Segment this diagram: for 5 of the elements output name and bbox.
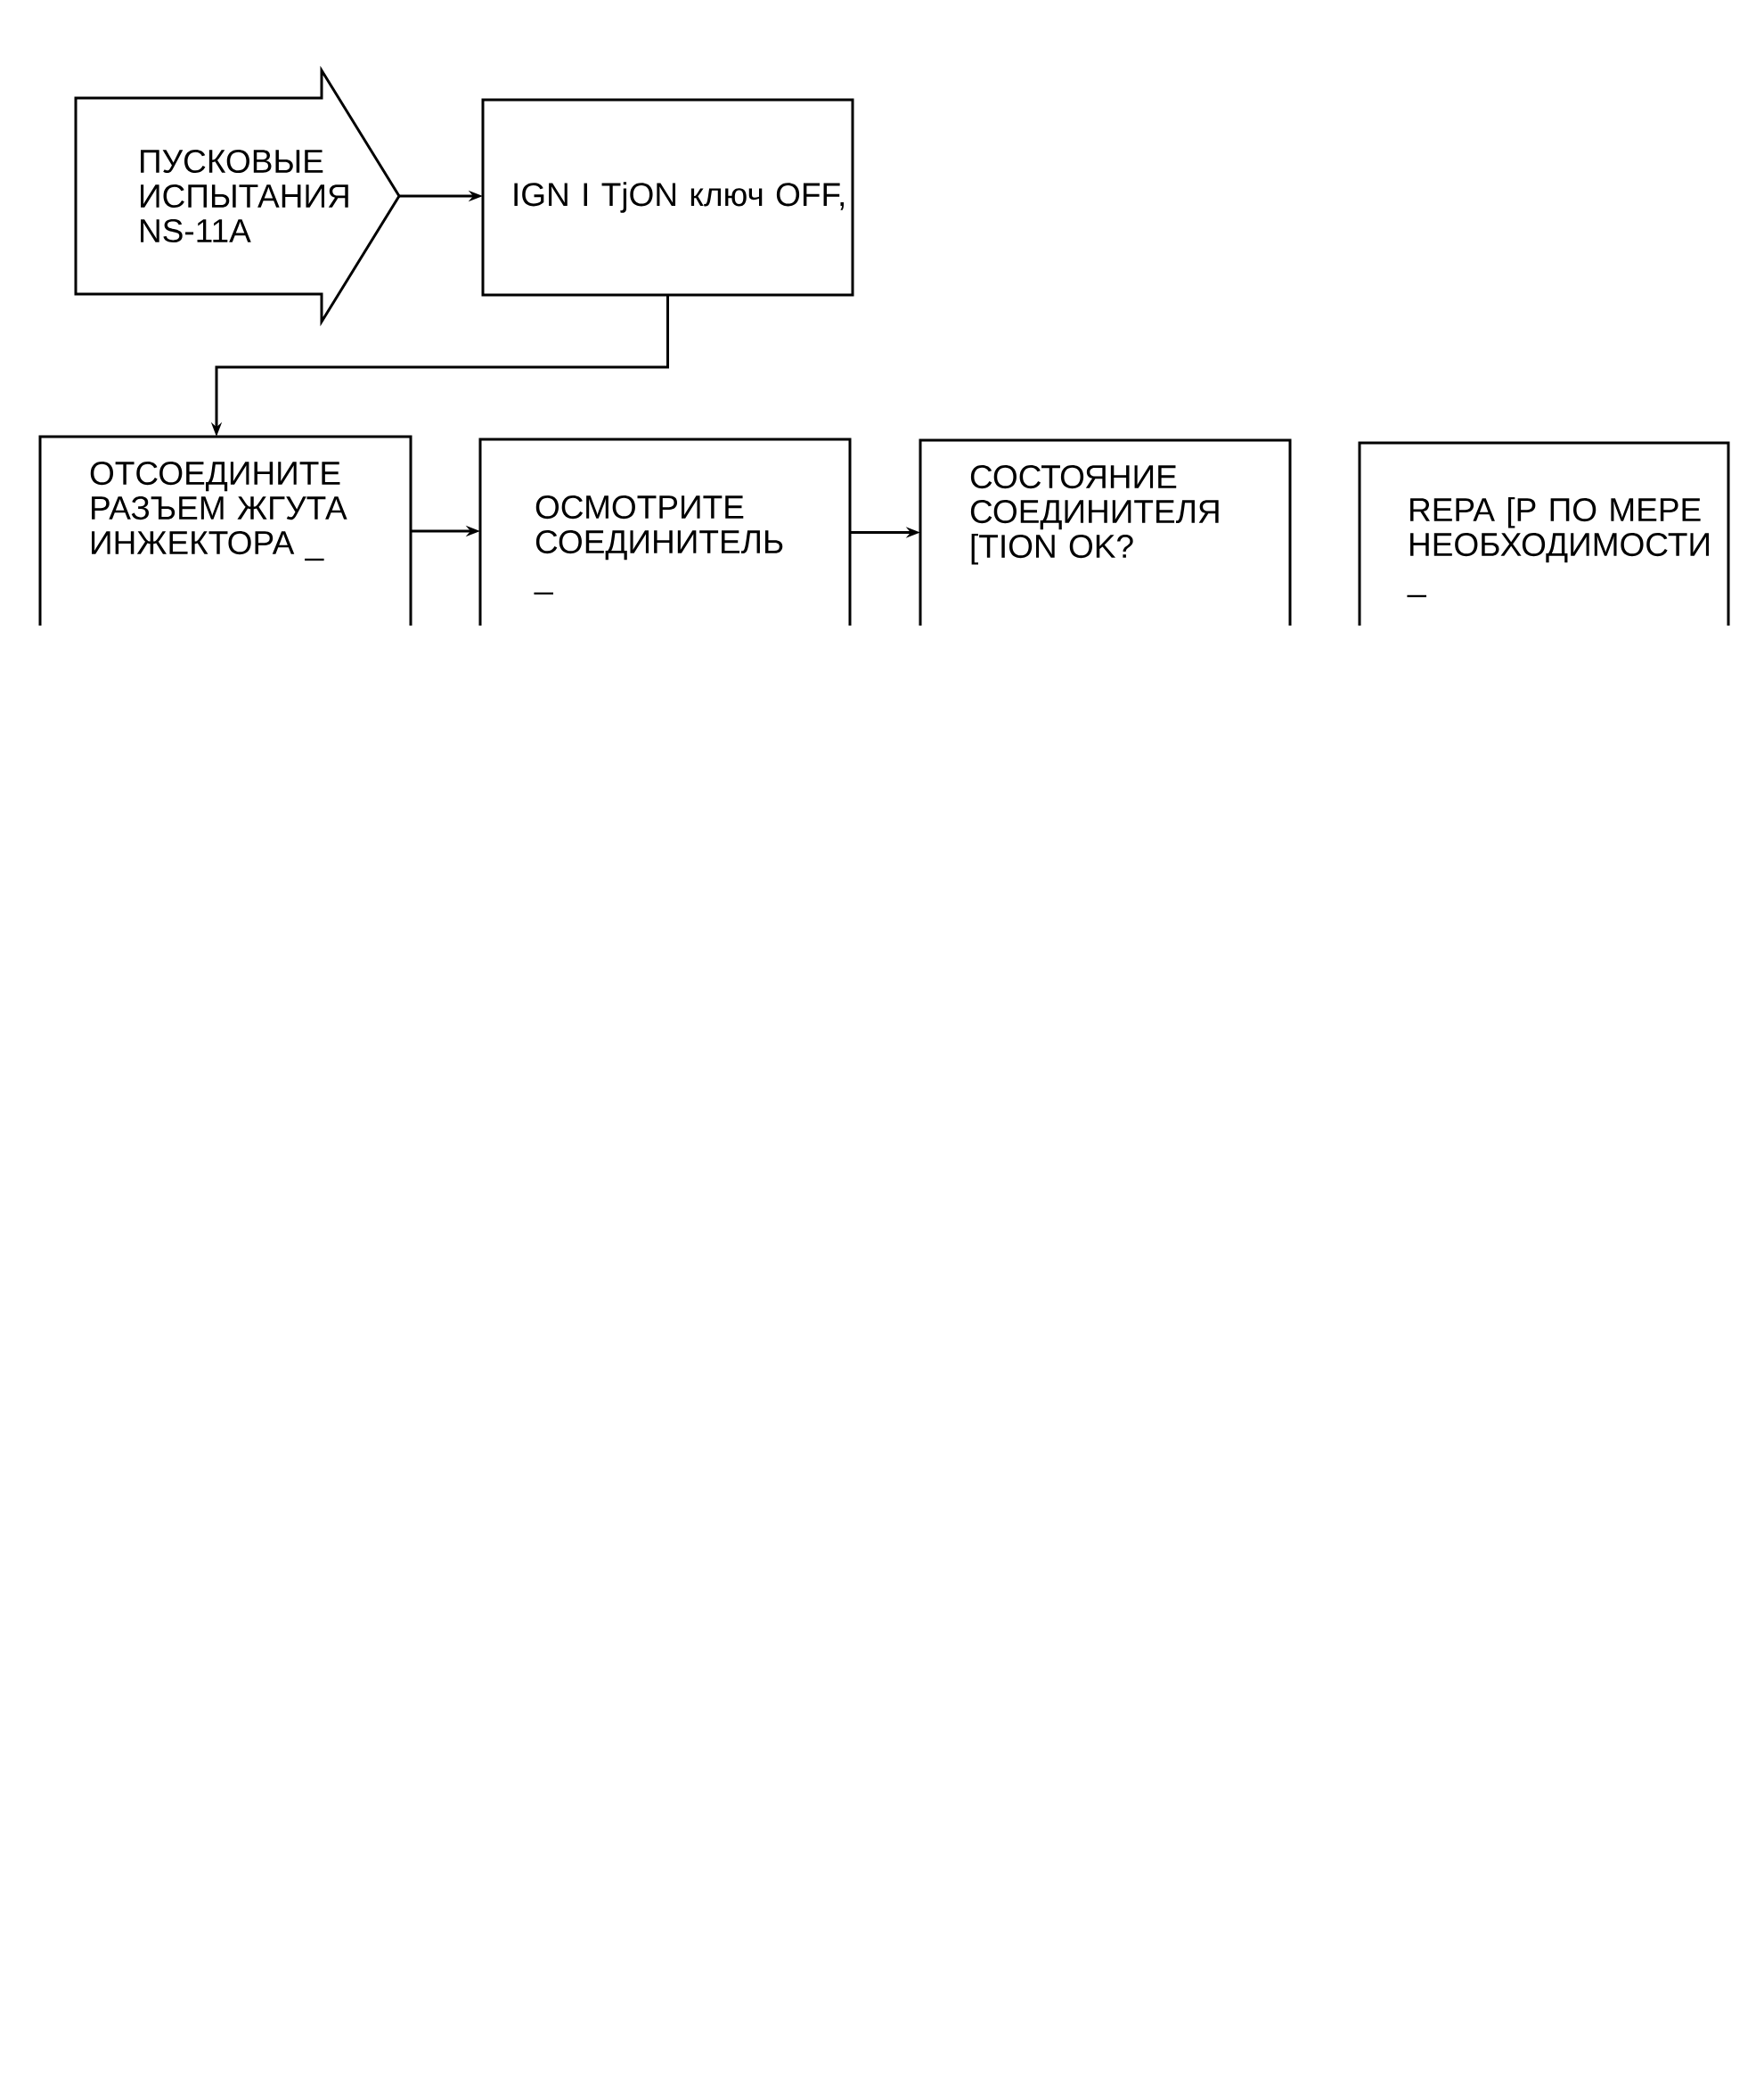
process-box: ОТСОЕДИНИТЕ РАЗЪЕМ ЖГУТА ИНЖЕКТОРА _ [38,435,412,626]
process-box: ОСМОТРИТЕ СОЕДИНИТЕЛЬ _ [478,438,852,626]
process-box: REPA [P ПО МЕРЕ НЕОБХОДИМОСТИ _ [1358,441,1730,626]
process-box: СОСТОЯНИЕ СОЕДИНИТЕЛЯ [TION OK? [919,438,1292,626]
process-box: IGN I TjON ключ OFF, [481,98,854,297]
